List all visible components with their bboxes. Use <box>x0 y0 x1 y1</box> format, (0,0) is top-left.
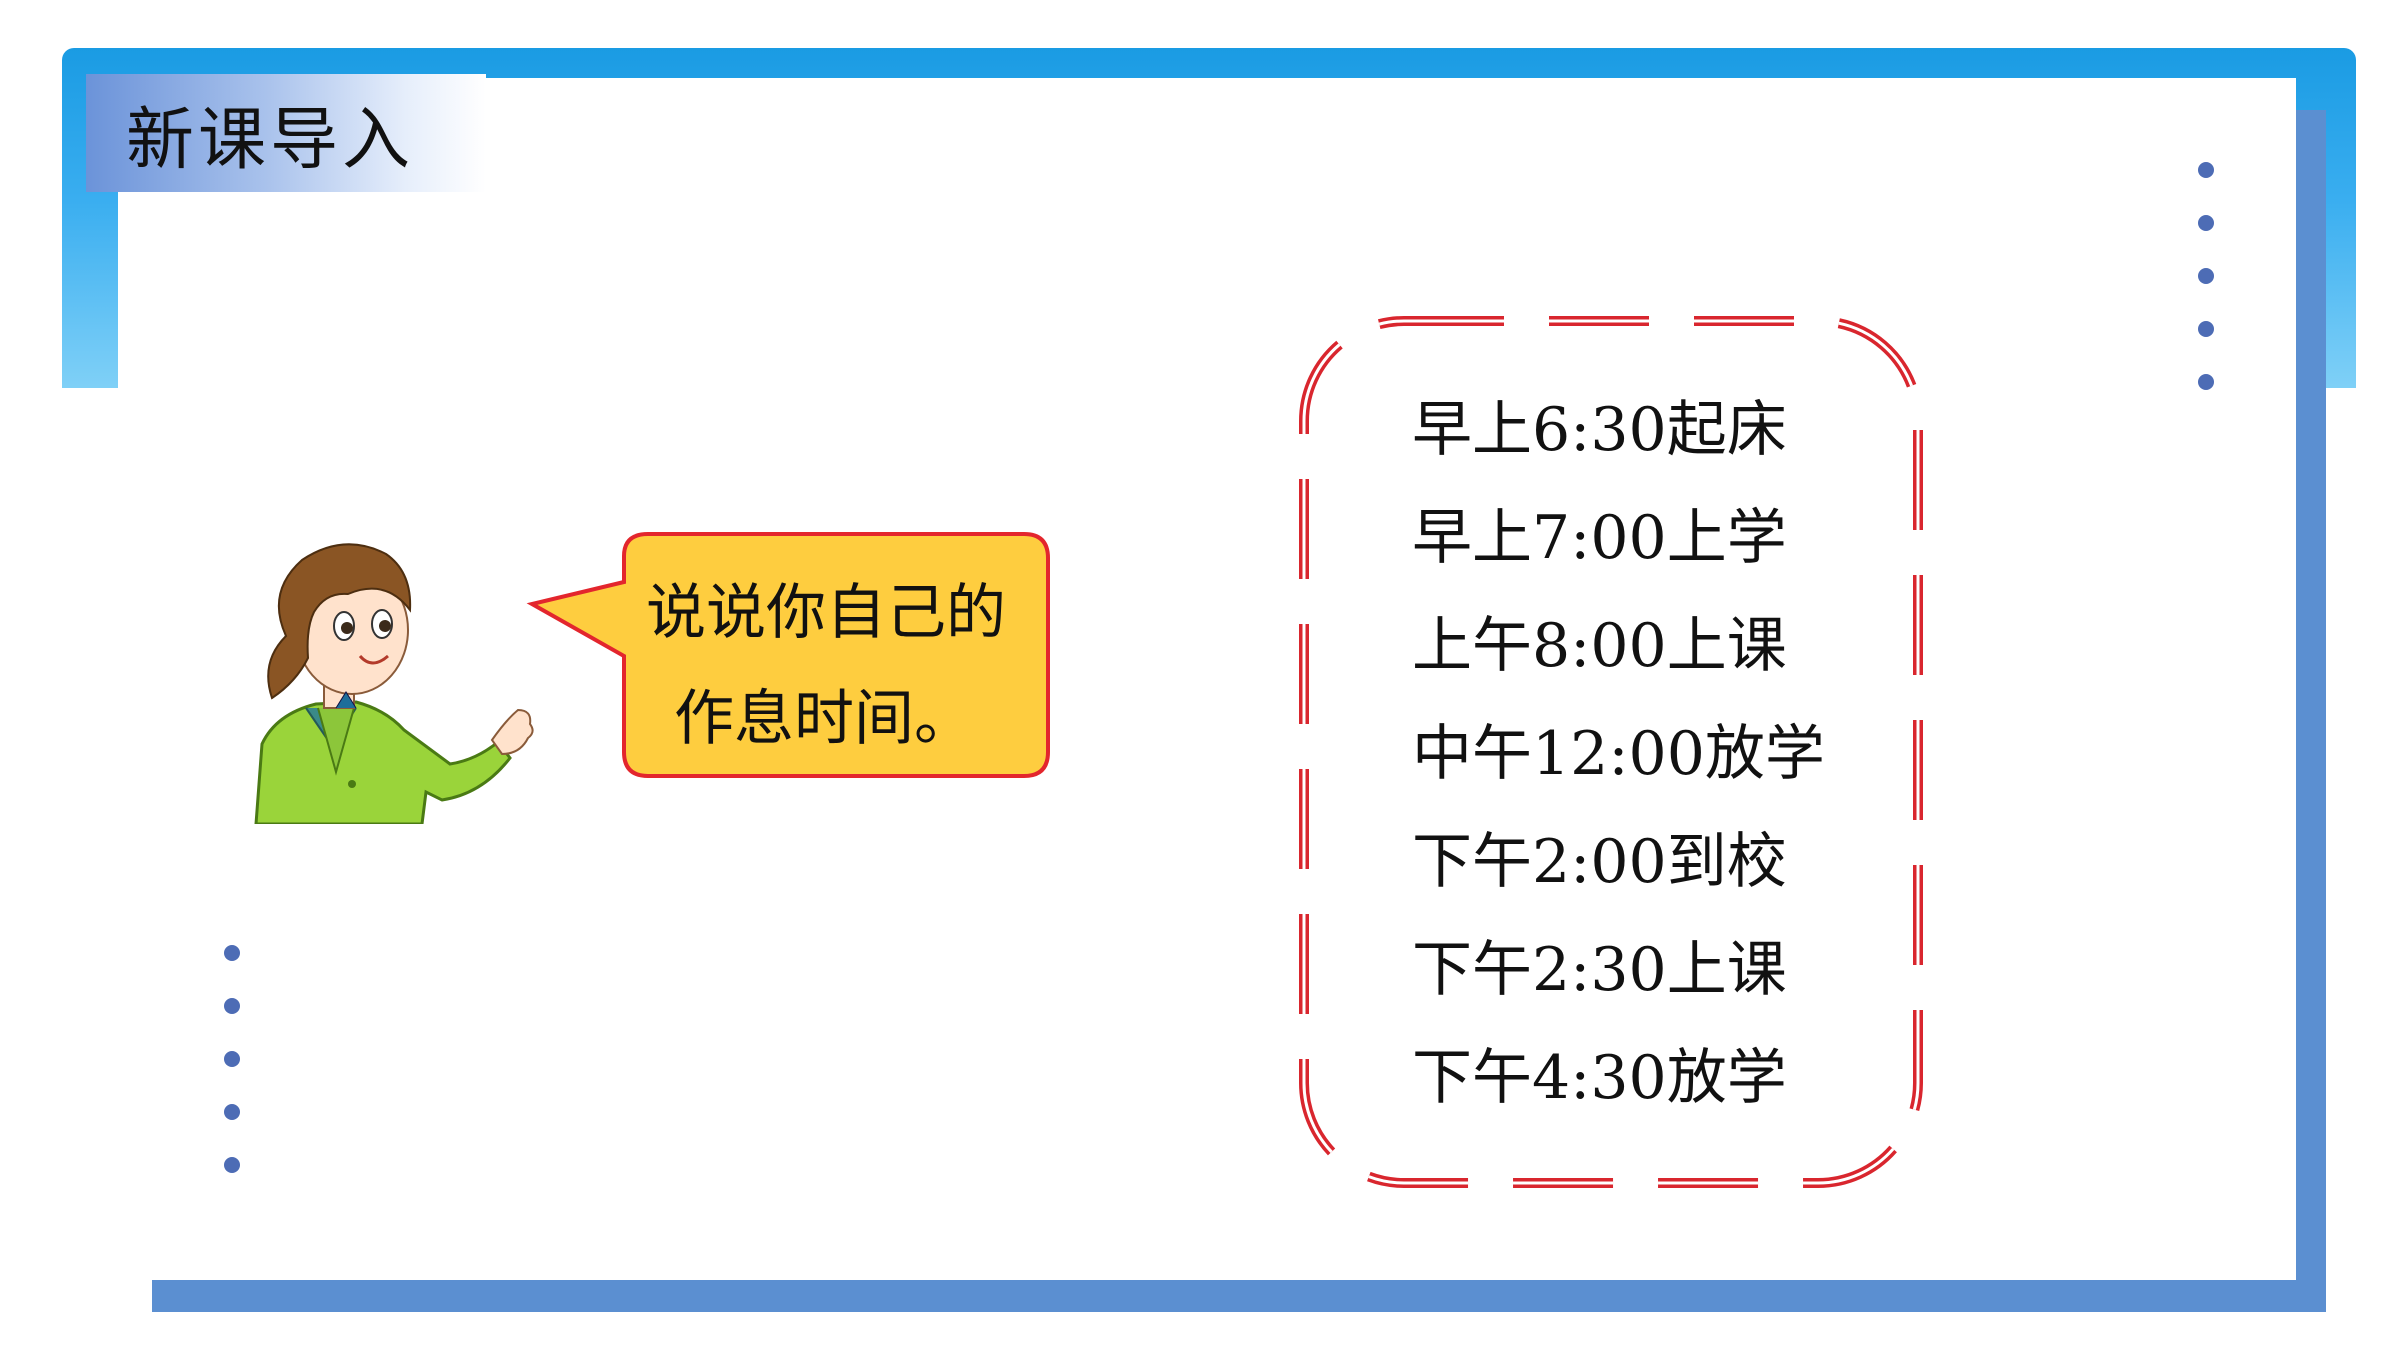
schedule-item: 早上6:30起床 <box>1412 395 1787 465</box>
dot <box>2198 321 2214 337</box>
teacher-illustration <box>254 543 534 824</box>
dot <box>224 1104 240 1120</box>
schedule-item: 早上7:00上学 <box>1412 503 1787 573</box>
schedule-item: 下午2:30上课 <box>1412 935 1787 1005</box>
schedule-frame <box>1299 316 1923 1188</box>
title-tab <box>86 74 486 192</box>
page-title: 新课导入 <box>126 101 415 180</box>
slide-card <box>118 78 2296 1280</box>
dot <box>224 945 240 961</box>
speech-bubble <box>526 532 1050 778</box>
schedule-item: 下午2:00到校 <box>1412 827 1787 897</box>
dot <box>2198 162 2214 178</box>
schedule-item: 上午8:00上课 <box>1412 611 1787 681</box>
dot <box>224 1157 240 1173</box>
dot <box>2198 374 2214 390</box>
bubble-text: 说说你自己的 作息时间。 <box>646 560 1046 772</box>
dot <box>2198 268 2214 284</box>
schedule-list: 早上6:30起床 早上7:00上学 上午8:00上课 中午12:00放学 下午2… <box>1412 386 1912 1142</box>
schedule-item: 中午12:00放学 <box>1412 719 1825 789</box>
bubble-line-2: 作息时间。 <box>674 684 974 754</box>
dot <box>2198 215 2214 231</box>
bubble-line-1: 说说你自己的 <box>646 578 1006 648</box>
dot <box>224 1051 240 1067</box>
schedule-item: 下午4:30放学 <box>1412 1043 1787 1113</box>
dot <box>224 998 240 1014</box>
